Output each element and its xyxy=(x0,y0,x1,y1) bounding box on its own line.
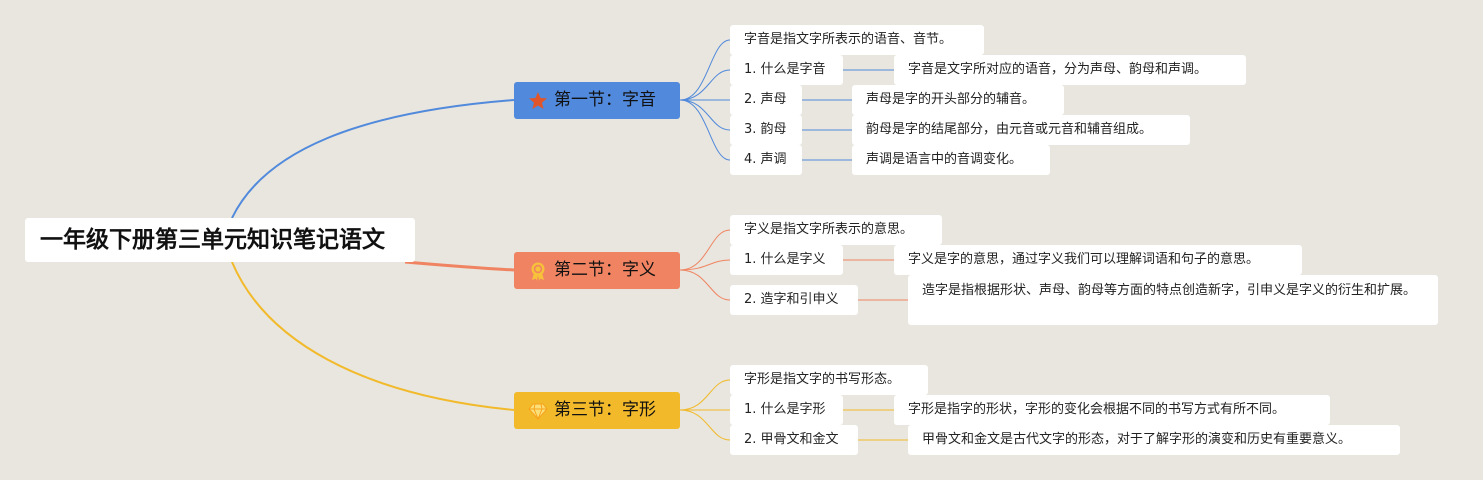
branch-2-item-2[interactable]: 2. 造字和引申义 xyxy=(730,285,858,315)
branch-1-item-3-detail[interactable]: 韵母是字的结尾部分，由元音或元音和辅音组成。 xyxy=(852,115,1190,145)
branch-1-item-2[interactable]: 2. 声母 xyxy=(730,85,802,115)
branch-3-item-2-line xyxy=(679,409,731,441)
branch-2-summary-line xyxy=(679,229,731,271)
branch-1-summary[interactable]: 字音是指文字所表示的语音、音节。 xyxy=(730,25,984,55)
branch-2-item-2-detail[interactable]: 造字是指根据形状、声母、韵母等方面的特点创造新字，引申义是字义的衍生和扩展。 xyxy=(908,275,1438,325)
branch-2-item-1-detail[interactable]: 字义是字的意思，通过字义我们可以理解词语和句子的意思。 xyxy=(894,245,1302,275)
branch-2-summary[interactable]: 字义是指文字所表示的意思。 xyxy=(730,215,942,245)
branch-zi-xing[interactable]: 第三节：字形 xyxy=(514,392,680,429)
branch-1-item-1-line xyxy=(679,69,731,101)
branch-label: 第一节：字音 xyxy=(554,90,656,110)
branch-1-item-3[interactable]: 3. 韵母 xyxy=(730,115,802,145)
branch-3-item-2[interactable]: 2. 甲骨文和金文 xyxy=(730,425,858,455)
star-icon xyxy=(529,91,547,109)
branch-2-item-1-line xyxy=(679,259,731,271)
branch-3-item-2-detail[interactable]: 甲骨文和金文是古代文字的形态，对于了解字形的演变和历史有重要意义。 xyxy=(908,425,1400,455)
branch-2-item-1[interactable]: 1. 什么是字义 xyxy=(730,245,843,275)
branch-2-item-2-line xyxy=(679,269,731,301)
branch-1-item-4-detail[interactable]: 声调是语言中的音调变化。 xyxy=(852,145,1050,175)
branch-3-summary-line xyxy=(679,379,731,411)
award-icon xyxy=(531,262,545,280)
branch-1-summary-line xyxy=(679,39,731,101)
branch-3-item-1-detail[interactable]: 字形是指字的形状，字形的变化会根据不同的书写方式有所不同。 xyxy=(894,395,1330,425)
root-topic[interactable]: 一年级下册第三单元知识笔记语文 xyxy=(25,218,415,262)
branch-zi-yin[interactable]: 第一节：字音 xyxy=(514,82,680,119)
branch-1-item-4[interactable]: 4. 声调 xyxy=(730,145,802,175)
branch-1-item-3-line xyxy=(679,99,731,131)
branch-1-item-4-line xyxy=(679,99,731,161)
branch-1-item-1-detail[interactable]: 字音是文字所对应的语音，分为声母、韵母和声调。 xyxy=(894,55,1246,85)
root-to-branch-3-line xyxy=(231,261,515,411)
branch-1-item-2-detail[interactable]: 声母是字的开头部分的辅音。 xyxy=(852,85,1064,115)
branch-label: 第二节：字义 xyxy=(554,260,656,280)
root-to-branch-1-line xyxy=(231,99,515,219)
root-to-branch-2-line xyxy=(404,260,515,272)
branch-3-summary[interactable]: 字形是指文字的书写形态。 xyxy=(730,365,928,395)
branch-label: 第三节：字形 xyxy=(554,400,656,420)
diamond-icon xyxy=(528,403,548,420)
branch-1-item-1[interactable]: 1. 什么是字音 xyxy=(730,55,843,85)
branch-3-item-1[interactable]: 1. 什么是字形 xyxy=(730,395,843,425)
branch-zi-yi[interactable]: 第二节：字义 xyxy=(514,252,680,289)
